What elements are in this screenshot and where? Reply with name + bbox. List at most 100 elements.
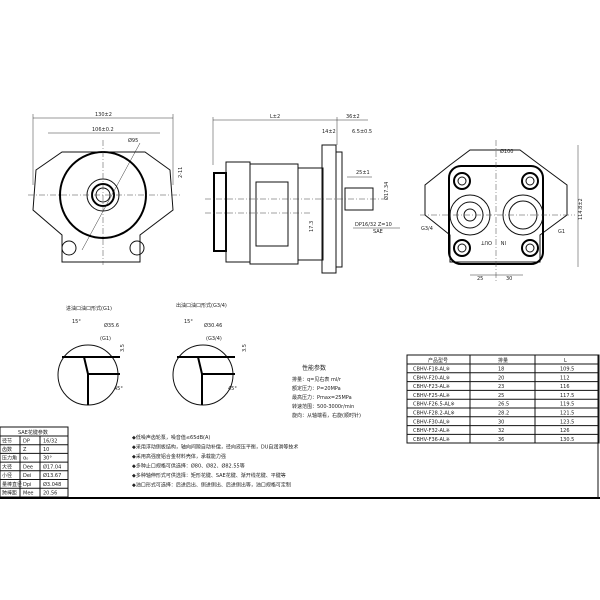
spline-cell: Mee — [23, 491, 33, 497]
feature-notes: ◆低噪声齿轮泵，噪音值≤65dB(A) ◆采用浮动侧板结构，轴向间隙自动补偿，径向… — [132, 434, 298, 489]
table-cell: 23 — [498, 384, 504, 390]
detail-thread: (G3/4) — [206, 336, 222, 342]
table-cell: 36 — [498, 437, 504, 443]
spline-cell: Dei — [23, 473, 31, 479]
detail-dia: Ø30.46 — [204, 322, 222, 329]
note-line: ◆采用高强度铝合金材料壳体，承载能力强 — [132, 453, 226, 460]
table-cell: CBHV-F32-AL※ — [413, 428, 450, 434]
spline-cell: 压力角 — [2, 455, 17, 462]
note-line: ◆采用浮动侧板结构，轴向间隙自动补偿，径向液压平衡，DU自润滑等技术 — [132, 444, 298, 451]
detail-angle: 15° — [184, 319, 193, 325]
offset-dim: 6.5±0.5 — [352, 129, 372, 135]
flange-dim: 14±2 — [322, 129, 336, 135]
left-offset-dim: 25 — [477, 276, 483, 282]
spline-cell: Ø13.67 — [43, 472, 61, 479]
performance-title: 性能参数 — [302, 364, 326, 372]
detail-angle: 15° — [72, 319, 81, 325]
spline-std: SAE — [373, 229, 383, 235]
spline-cell: Dee — [23, 464, 33, 470]
table-cell: 26.5 — [498, 402, 509, 408]
note-line: ◆油口形式可选择：后进后出、侧进侧出、后进侧出等，油口规格可定制 — [132, 482, 291, 489]
table-header: 产品型号 — [428, 357, 448, 364]
spline-cell: 大径 — [2, 463, 12, 470]
width-dim: 130±2 — [95, 112, 112, 118]
performance-line: 额定压力：P=20MPa — [292, 385, 341, 392]
center-dim: 17.3 — [309, 221, 315, 232]
spline-cell: Dpi — [23, 482, 31, 488]
table-cell: CBHV-F30-AL※ — [413, 419, 450, 425]
note-line: ◆多种轴伸形式可供选择：矩形花键、SAE花键、渐开线花键、平键等 — [132, 472, 286, 479]
table-cell: CBHV-F20-AL※ — [413, 375, 450, 381]
table-cell: 119.5 — [560, 402, 574, 408]
performance-line: 旋向：从轴端看，右旋(顺时针) — [292, 412, 361, 419]
table-header: 排量 — [498, 357, 508, 364]
spline-spec: DP16/32 Z=10 — [355, 222, 392, 228]
detail-chamfer: 45° — [228, 386, 237, 392]
detail-title: 进油口油口形式(G1) — [66, 305, 112, 312]
table-cell: CBHV-F26.5-AL※ — [413, 402, 455, 408]
right-offset-dim: 30 — [506, 276, 512, 282]
table-cell: CBHV-F36-AL※ — [413, 437, 450, 443]
spline-cell: α₀ — [23, 456, 28, 462]
performance-line: 排量：q=见右表 ml/r — [292, 376, 342, 383]
side-view: L±2 36±2 14±2 6.5±0.5 25±1 Ø17.34 17.3 D… — [205, 114, 400, 274]
table-cell: 121.5 — [560, 411, 574, 417]
spline-cell: 径节 — [2, 437, 12, 444]
slot-dim: 2-11 — [178, 167, 184, 178]
table-cell: 25 — [498, 393, 504, 399]
table-cell: CBHV-F28.2-AL※ — [413, 411, 455, 417]
table-cell: 126 — [560, 428, 570, 434]
table-cell: 109.5 — [560, 367, 574, 373]
table-cell: 112 — [560, 375, 570, 381]
spline-cell: 20.56 — [43, 491, 57, 497]
spline-cell: 30° — [43, 456, 52, 462]
table-cell: 18 — [498, 367, 504, 373]
table-cell: 20 — [498, 375, 504, 381]
table-cell: CBHV-F25-AL※ — [413, 393, 450, 399]
note-line: ◆低噪声齿轮泵，噪音值≤65dB(A) — [132, 434, 210, 441]
spline-cell: DP — [23, 438, 30, 444]
table-cell: CBHV-F23-AL※ — [413, 384, 450, 390]
detail-depth: 3.5 — [242, 344, 248, 352]
length-dim: L±2 — [270, 114, 280, 120]
spline-length-dim: 25±1 — [356, 170, 370, 176]
port-detail-g34: 出油口油口形式(G3/4) 15° Ø30.46 (G3/4) 3.5 45° — [172, 302, 248, 406]
detail-chamfer: 45° — [114, 386, 123, 392]
spline-cell: Ø3.048 — [43, 481, 61, 488]
spline-cell: 齿数 — [2, 446, 12, 453]
table-cell: 30 — [498, 419, 504, 425]
front-view: 130±2 106±0.2 Ø95 2-11 — [28, 112, 184, 265]
table-cell: 123.5 — [560, 419, 574, 425]
left-port-label: G3/4 — [421, 226, 433, 232]
port-detail-g1: 进油口油口形式(G1) 15° Ø35.6 (G1) 3.5 45° — [57, 305, 126, 406]
detail-title: 出油口油口形式(G3/4) — [176, 302, 227, 309]
spline-cell: 10 — [43, 447, 49, 453]
table-cell: 130.5 — [560, 437, 574, 443]
right-port-label: G1 — [558, 229, 565, 235]
spline-cell: Ø17.04 — [43, 463, 61, 470]
detail-thread: (G1) — [100, 336, 111, 342]
out-label: OUT — [480, 239, 492, 245]
table-header: L — [564, 358, 567, 364]
detail-depth: 3.5 — [120, 344, 126, 352]
shaft-dia-dim: Ø17.34 — [383, 182, 390, 200]
top-dim: Ø100 — [500, 148, 513, 155]
table-cell: 116 — [560, 384, 570, 390]
note-line: ◆多种止口规格可供选择：Ø80、Ø82、Ø82.55等 — [132, 463, 245, 470]
spline-cell: 16/32 — [43, 438, 57, 444]
bolt-dim: 106±0.2 — [92, 127, 114, 133]
spline-cell: 跨棒距 — [2, 490, 17, 497]
table-cell: 117.5 — [560, 393, 574, 399]
detail-dia: Ø35.6 — [104, 322, 119, 329]
table-cell: 32 — [498, 428, 504, 434]
table-cell: 28.2 — [498, 411, 509, 417]
performance-line: 转速范围：500-3000r/min — [292, 403, 354, 410]
pilot-dim: Ø95 — [128, 137, 138, 144]
performance-params: 性能参数 排量：q=见右表 ml/r 额定压力：P=20MPa 最高压力：Pma… — [292, 364, 361, 419]
spline-cell: 小径 — [2, 472, 12, 479]
spline-cell: 量棒直径 — [2, 481, 22, 488]
